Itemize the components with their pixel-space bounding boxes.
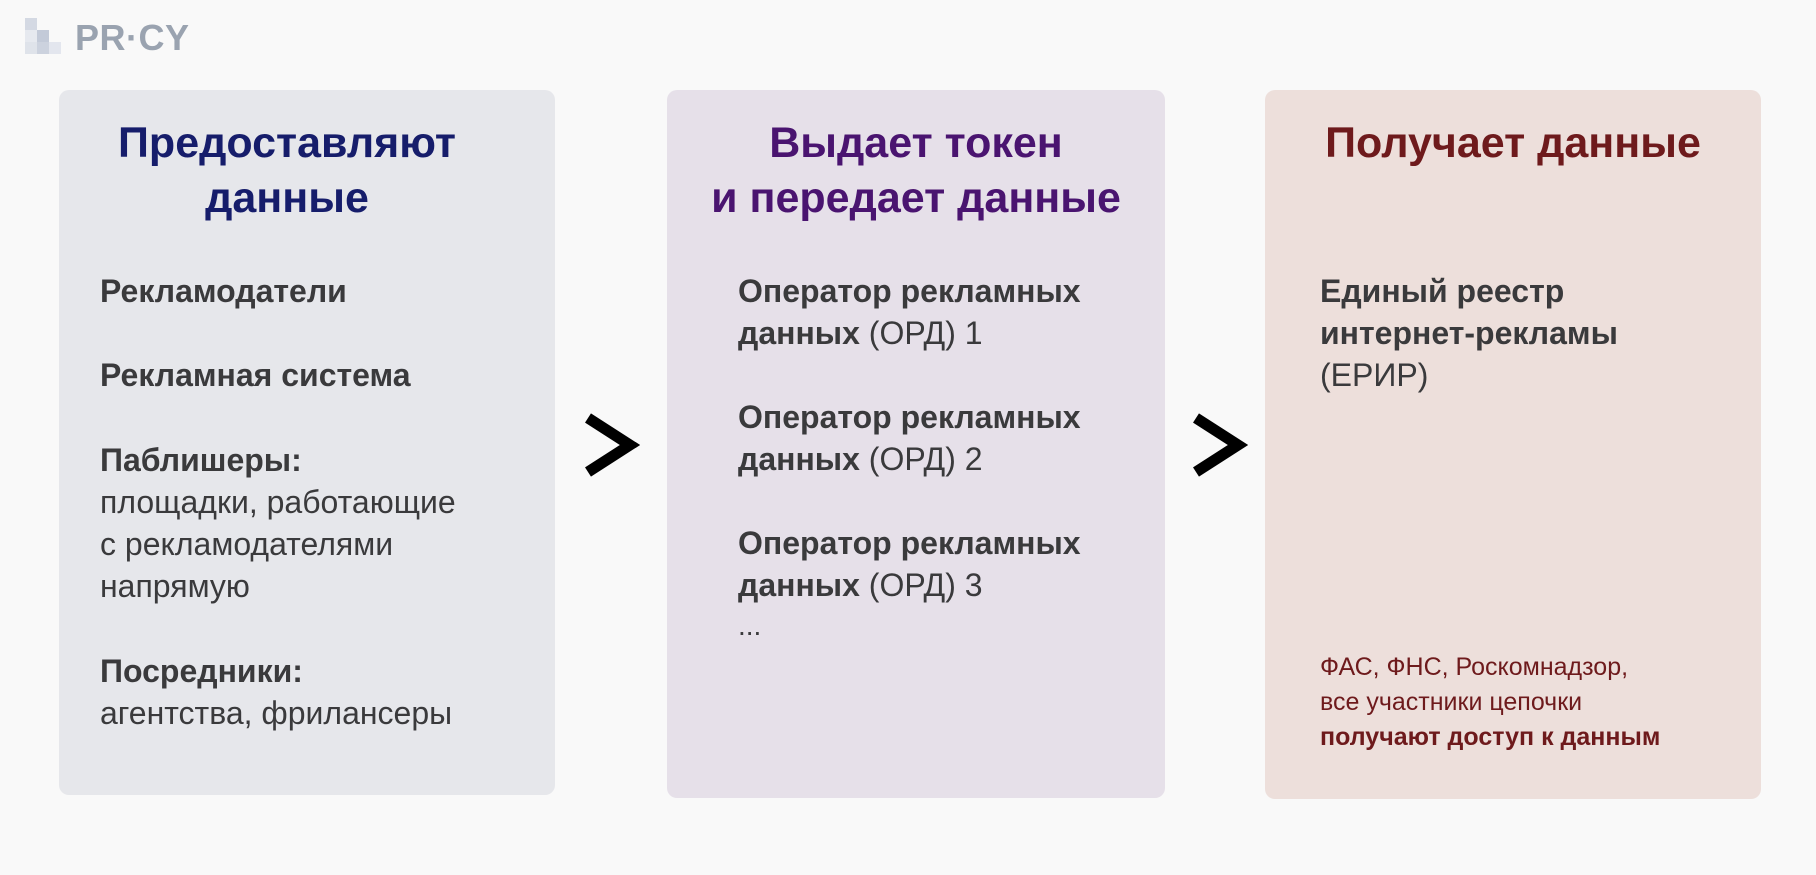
chevron-right-icon — [585, 413, 640, 477]
operator-item-1: Оператор рекламных данных (ОРД) 1 — [738, 273, 1081, 351]
operators-panel: Выдает токен и передает данные Оператор … — [667, 90, 1165, 798]
provider-item-intermediaries: Посредники: агентства, фрилансеры — [100, 653, 453, 731]
registry-title: Получает данные — [1325, 119, 1701, 167]
operator-item-2: Оператор рекламных данных (ОРД) 2 — [738, 399, 1081, 477]
providers-title-line1: Предоставляют — [118, 119, 456, 167]
providers-title-line2: данные — [205, 174, 369, 222]
operators-ellipsis: ... — [738, 610, 762, 641]
registry-footnote: ФАС, ФНС, Роскомнадзор, все участники це… — [1320, 653, 1661, 751]
pr-cy-logo-squares-icon — [25, 18, 61, 54]
operators-title: Выдает токен и передает данные — [667, 116, 1165, 226]
registry-item: Единый реестр интернет-рекламы (ЕРИР) — [1320, 273, 1618, 393]
operators-title-line2: и передает данные — [711, 174, 1121, 222]
provider-item-publishers: Паблишеры: площадки, работающие с реклам… — [100, 442, 456, 604]
provider-item-ad-system: Рекламная система — [100, 357, 411, 393]
logo-text: PR·CY — [75, 17, 190, 58]
providers-title: Предоставляют данные — [59, 116, 555, 226]
provider-item-advertisers: Рекламодатели — [100, 273, 347, 309]
registry-panel: Получает данные Единый реестр интернет-р… — [1265, 90, 1761, 799]
operator-item-3: Оператор рекламных данных (ОРД) 3 — [738, 525, 1081, 603]
operators-title-line1: Выдает токен — [769, 119, 1063, 167]
providers-panel: Предоставляют данные Рекламодатели Рекла… — [59, 90, 555, 795]
chevron-right-icon — [1193, 413, 1248, 477]
